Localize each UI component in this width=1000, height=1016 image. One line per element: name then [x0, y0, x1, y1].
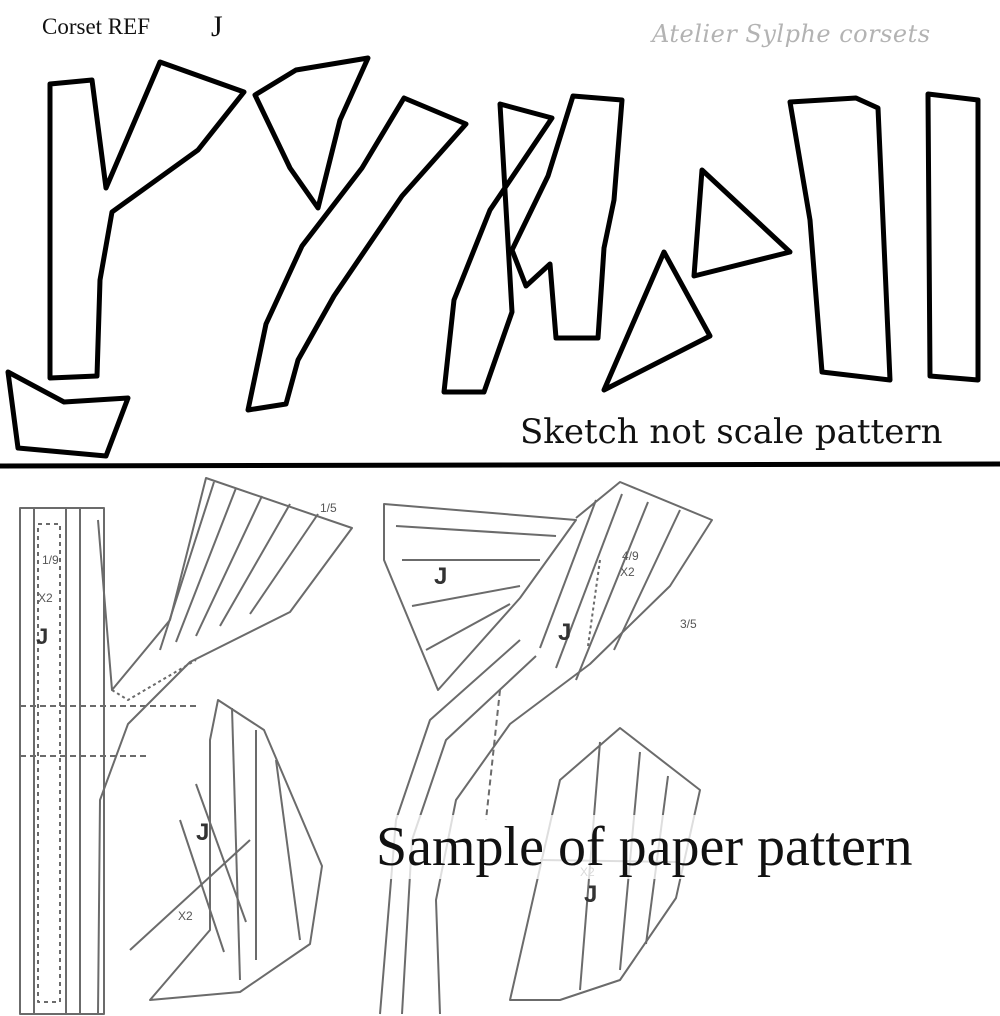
sketch-piece-side	[441, 101, 555, 395]
pattern-letter-mark: J	[36, 624, 48, 649]
paper-piece-gusset	[383, 503, 577, 691]
pattern-annotation: 1/5	[320, 501, 337, 515]
reference-title-prefix: Corset REF	[42, 14, 150, 39]
pattern-annotation: X2	[38, 591, 53, 605]
sketch-piece-hip-gusset-large	[601, 249, 713, 393]
sketch-piece-hip-gusset-small	[691, 167, 793, 279]
pattern-letter-mark: J	[434, 563, 447, 590]
paper-piece-hip-left	[129, 699, 323, 1001]
pattern-annotation: X2	[620, 565, 635, 579]
sketch-caption: Sketch not scale pattern	[520, 412, 943, 452]
watermark-logo-text: Atelier Sylphe corsets	[652, 20, 931, 48]
pattern-annotation: 1/9	[42, 553, 59, 567]
pattern-letter-mark: J	[584, 881, 597, 908]
sketch-piece-gusset-front	[252, 55, 371, 211]
pattern-annotation: 4/9	[622, 549, 639, 563]
pattern-letter-mark: J	[196, 819, 209, 846]
paper-piece-side-front	[97, 477, 353, 1015]
sketch-piece-center-front	[47, 59, 247, 381]
paper-piece-center-front	[19, 507, 200, 1015]
sketch-piece-side-front	[245, 95, 469, 413]
pattern-annotation: 3/5	[680, 617, 697, 631]
section-divider	[0, 461, 1000, 469]
sketch-piece-side-back	[509, 93, 625, 341]
sketch-piece-back	[787, 95, 893, 383]
paper-pattern-caption: Sample of paper pattern	[370, 815, 919, 879]
reference-letter: J	[211, 10, 223, 43]
sketch-piece-hip-wedge	[5, 369, 131, 459]
pattern-annotation: X2	[178, 909, 193, 923]
sketch-piece-center-back	[925, 91, 981, 383]
pattern-letter-mark: J	[558, 619, 571, 646]
